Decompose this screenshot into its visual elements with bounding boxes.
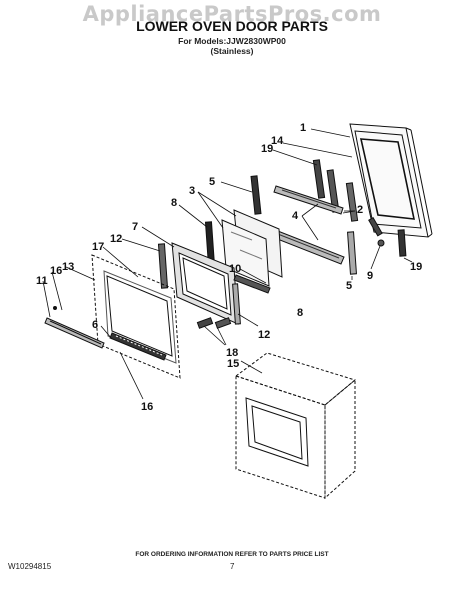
callout-17: 17 (92, 241, 104, 253)
upper-hinge-bracket-part (250, 175, 262, 215)
models-line: For Models:JJW2830WP00 (178, 36, 286, 46)
callout-5-bottom: 5 (346, 280, 352, 292)
callout-12-bottom: 12 (258, 329, 270, 341)
callout-8-top: 8 (171, 197, 177, 209)
callout-5-top: 5 (209, 176, 215, 188)
callout-19-top: 19 (261, 143, 273, 155)
watermark: AppliancePartsPros.com (82, 2, 382, 26)
callout-9: 9 (367, 270, 373, 282)
oven-cavity-part (234, 352, 357, 500)
finish-line: (Stainless) (210, 46, 254, 56)
callout-2: 2 (357, 204, 363, 216)
callout-10: 10 (229, 263, 241, 275)
document-number: W10294815 (8, 562, 52, 571)
callout-3: 3 (189, 185, 195, 197)
page-title: LOWER OVEN DOOR PARTS (136, 18, 328, 34)
callout-16-bottom: 16 (141, 401, 153, 413)
callout-15: 15 (227, 358, 239, 370)
callout-13: 13 (62, 261, 74, 273)
hinge-screw-part (196, 317, 232, 329)
callout-11: 11 (36, 275, 48, 287)
page-number: 7 (230, 562, 235, 571)
callout-8-bottom: 8 (297, 307, 303, 319)
callout-19-bottom: 19 (410, 261, 422, 273)
leader-lines (42, 128, 413, 400)
callout-16-left: 16 (50, 265, 62, 277)
callout-18: 18 (226, 347, 238, 359)
door-handle-part (44, 306, 105, 349)
outer-door-panel-part (349, 123, 433, 238)
callout-14: 14 (271, 135, 284, 147)
bottom-channel-part (233, 274, 271, 294)
vent-trim-part (109, 332, 167, 361)
lower-clip-part (347, 217, 407, 275)
callout-7: 7 (132, 221, 138, 233)
callout-1: 1 (300, 122, 306, 134)
callout-4: 4 (292, 210, 299, 222)
callout-6: 6 (92, 319, 98, 331)
callout-12-top: 12 (110, 233, 122, 245)
ordering-info-note: FOR ORDERING INFORMATION REFER TO PARTS … (135, 551, 329, 558)
inner-door-liner-part (91, 254, 181, 379)
side-trim-part (157, 243, 169, 289)
